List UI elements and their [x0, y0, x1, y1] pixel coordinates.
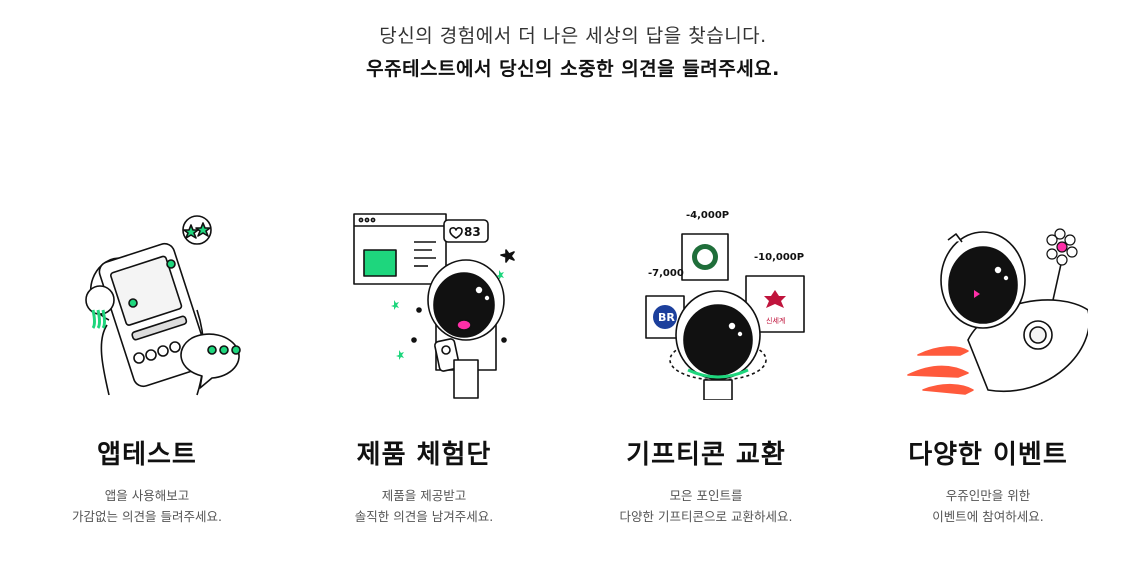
feature-description: 모은 포인트를 다양한 기프티콘으로 교환하세요. [619, 488, 793, 524]
hero-headline: 우쥬테스트에서 당신의 소중한 의견을 들려주세요. [366, 58, 780, 80]
feature-card-events: 다양한 이벤트 우쥬인만을 위한 이벤트에 참여하세요. [868, 190, 1108, 527]
feature-card-gift-exchange: -4,000P -7,000 -10,000P BR 신세계 기프티콘 교환 모… [586, 190, 826, 527]
svg-text:-4,000P: -4,000P [686, 210, 729, 221]
svg-text:신세계: 신세계 [766, 316, 785, 325]
hero: 당신의 경험에서 더 나은 세상의 답을 찾습니다. 우쥬테스트에서 당신의 소… [0, 22, 1146, 84]
feature-card-product-trial: 83 제품 체험단 제품을 제공받고 솔직한 의견을 남겨주세요. [304, 190, 544, 527]
feature-description: 앱을 사용해보고 가감없는 의견을 들려주세요. [72, 488, 222, 524]
hero-tagline: 당신의 경험에서 더 나은 세상의 답을 찾습니다. [379, 25, 767, 47]
feature-title: 앱테스트 [97, 440, 197, 470]
feature-title: 다양한 이벤트 [908, 440, 1068, 470]
feature-description: 제품을 제공받고 솔직한 의견을 남겨주세요. [354, 488, 494, 524]
svg-text:BR: BR [658, 311, 675, 324]
svg-text:-7,000: -7,000 [648, 268, 684, 279]
feature-title: 제품 체험단 [356, 440, 492, 470]
svg-text:-10,000P: -10,000P [754, 252, 804, 263]
astronaut-rocket-illustration [907, 228, 1088, 395]
astronaut-product-illustration: 83 [353, 213, 515, 399]
like-count: 83 [464, 225, 481, 239]
astronaut-gift-illustration: -4,000P -7,000 -10,000P BR 신세계 [645, 210, 805, 400]
phone-character-illustration [85, 215, 241, 396]
feature-title: 기프티콘 교환 [626, 440, 786, 470]
feature-description: 우쥬인만을 위한 이벤트에 참여하세요. [932, 488, 1044, 524]
feature-card-app-test: 앱테스트 앱을 사용해보고 가감없는 의견을 들려주세요. [27, 190, 267, 527]
